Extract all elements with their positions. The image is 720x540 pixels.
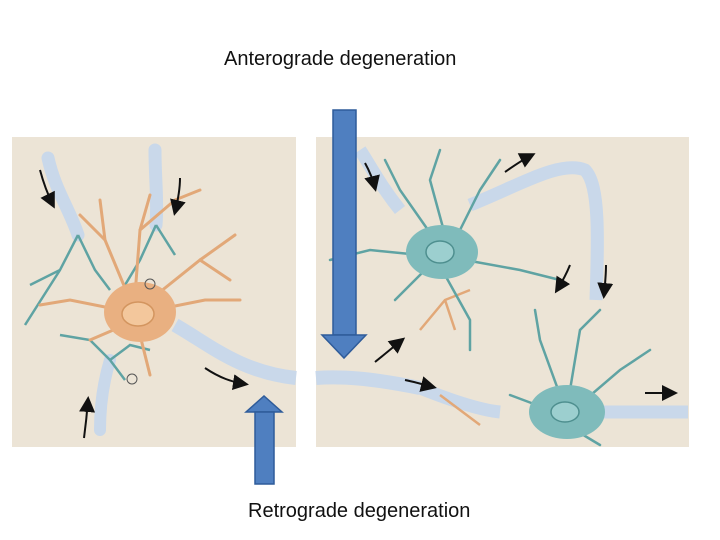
up-arrow-icon — [244, 394, 284, 485]
left-neuron — [23, 143, 297, 436]
signal-arrows-left — [39, 169, 249, 439]
anterograde-label: Anterograde degeneration — [224, 48, 457, 70]
down-arrow-icon — [320, 109, 368, 360]
right-panel — [316, 137, 689, 447]
retrograde-label: Retrograde degeneration — [248, 500, 471, 522]
signal-arrows-right — [364, 153, 678, 401]
right-neurons — [315, 146, 688, 447]
